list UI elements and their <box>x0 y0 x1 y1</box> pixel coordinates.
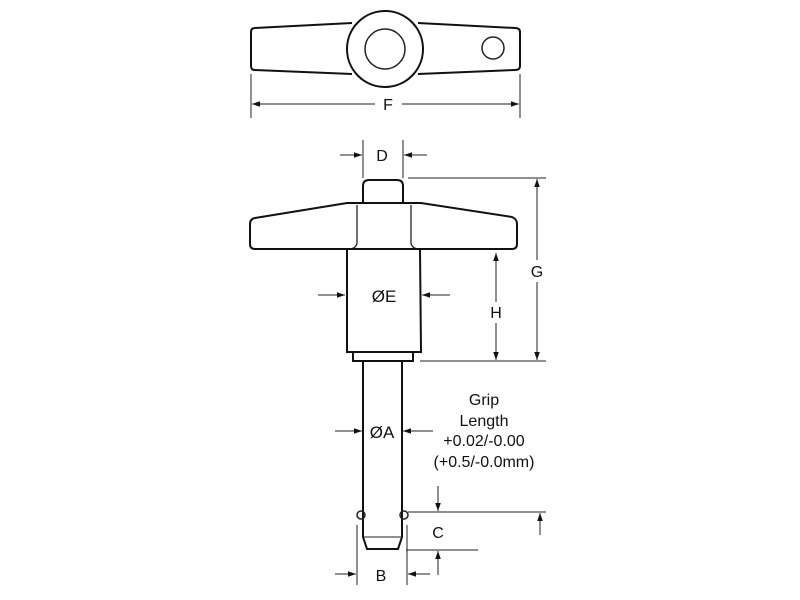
dimension-b-label: B <box>376 568 387 585</box>
locking-ball-right <box>399 510 409 520</box>
grip-length-line4: (+0.5/-0.0mm) <box>434 454 535 471</box>
hub-circle <box>346 10 424 88</box>
dimension-a-label: ØA <box>370 423 395 442</box>
pin-shank <box>362 361 403 550</box>
collar <box>352 351 414 362</box>
top-view: F <box>250 10 521 118</box>
dimension-f-label: F <box>383 97 393 114</box>
dimension-h-label: H <box>490 305 502 322</box>
lanyard-hole <box>481 36 505 60</box>
dimension-c-label: C <box>432 525 444 542</box>
hub-bore <box>364 28 406 70</box>
side-view: D ØE G H ØA Grip Length +0.02/-0.00 (+0.… <box>249 140 546 585</box>
plunger-knob <box>362 179 404 203</box>
dimension-g-label: G <box>531 264 543 281</box>
right-wing <box>417 22 521 75</box>
left-wing <box>250 22 353 75</box>
grip-length-line2: Length <box>460 413 509 430</box>
grip-length-line1: Grip <box>469 392 499 409</box>
handle-hub-lines <box>349 205 419 250</box>
t-handle <box>249 202 518 250</box>
grip-length-line3: +0.02/-0.00 <box>443 433 525 450</box>
dimension-d-label: D <box>376 148 388 165</box>
dimension-e-label: ØE <box>372 287 397 306</box>
sleeve-body <box>346 248 423 353</box>
locking-ball-left <box>356 510 366 520</box>
